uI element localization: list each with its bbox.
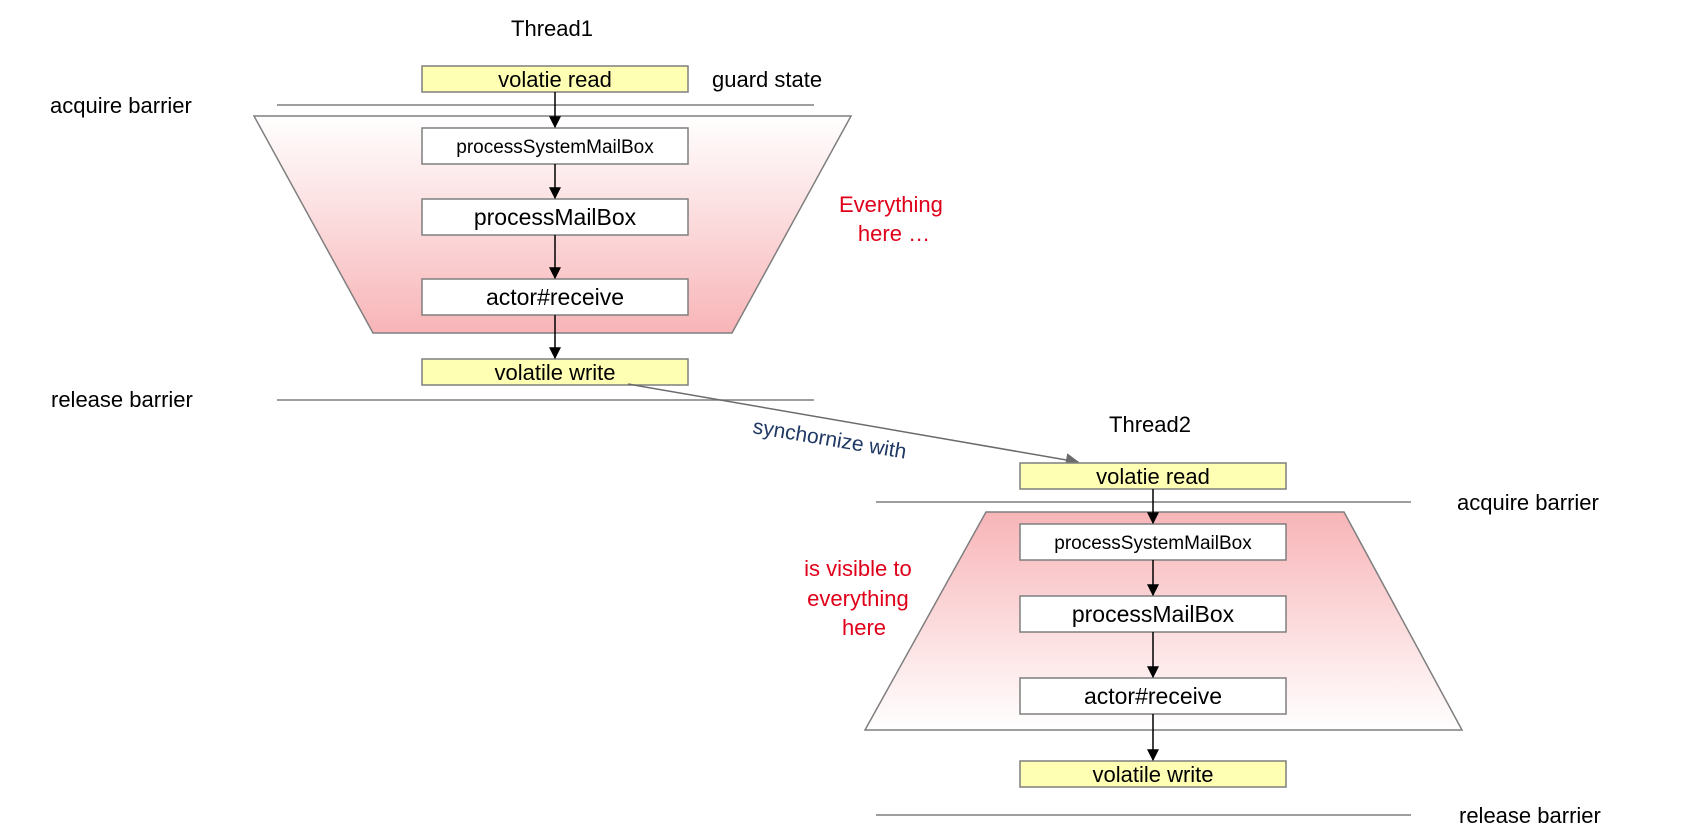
thread1-volatile-read-text: volatie read (498, 67, 612, 92)
thread1-release-barrier-label: release barrier (51, 387, 193, 412)
sync-group: synchornize with (627, 383, 1080, 467)
thread2-release-barrier-label: release barrier (1459, 803, 1601, 828)
thread1-note-line-2: here … (858, 221, 930, 246)
thread2-step-process-mailbox-text: processMailBox (1072, 601, 1235, 627)
sync-label: synchornize with (751, 415, 908, 463)
thread2-volatile-read-text: volatie read (1096, 464, 1210, 489)
thread1-volatile-write-text: volatile write (494, 360, 615, 385)
thread2-volatile-write-text: volatile write (1092, 762, 1213, 787)
thread1-volatile-write-box (421, 358, 689, 386)
thread1-step-process-mailbox-text: processMailBox (474, 204, 637, 230)
thread2-step-actor-receive-box (1019, 677, 1287, 715)
thread1-guard-state-label: guard state (712, 67, 822, 92)
thread2-step-actor-receive-text: actor#receive (1084, 683, 1222, 709)
thread2-volatile-write-box (1019, 760, 1287, 788)
thread1-title: Thread1 (511, 16, 593, 41)
thread2-acquire-barrier-label: acquire barrier (1457, 490, 1599, 515)
thread2-note: is visible to everything here (804, 556, 918, 640)
thread2-note-line-1: is visible to (804, 556, 912, 581)
thread2-volatile-read-box (1019, 462, 1287, 490)
thread1-step-actor-receive-text: actor#receive (486, 284, 624, 310)
thread1-volatile-read-box (421, 65, 689, 93)
thread2-note-line-2: everything (807, 586, 909, 611)
thread1-acquire-barrier-label: acquire barrier (50, 93, 192, 118)
thread2-step-process-system-mailbox-text: processSystemMailBox (1054, 533, 1252, 554)
thread1-step-process-system-mailbox-text: processSystemMailBox (456, 137, 654, 158)
thread1-note: Everything here … (839, 192, 949, 246)
thread2-group: Thread2 acquire barrier release barrier … (804, 412, 1601, 828)
thread2-step-process-mailbox-box (1019, 595, 1287, 633)
thread2-title: Thread2 (1109, 412, 1191, 437)
thread2-note-line-3: here (842, 615, 886, 640)
sync-arrow (627, 383, 1080, 467)
thread1-note-line-1: Everything (839, 192, 943, 217)
thread1-group: Thread1 acquire barrier release barrier … (50, 16, 949, 412)
